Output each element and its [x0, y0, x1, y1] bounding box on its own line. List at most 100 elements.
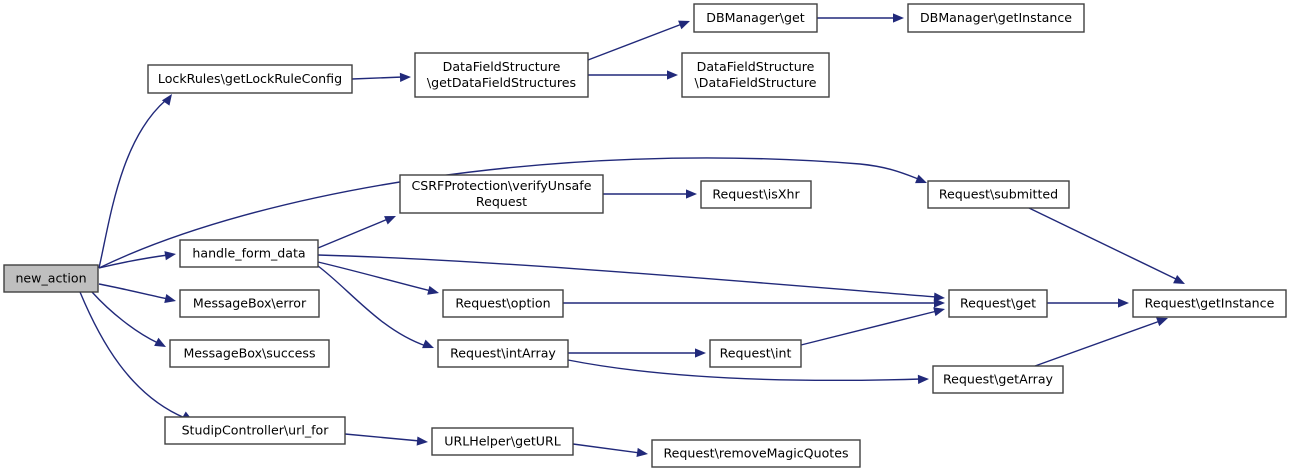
node-box[interactable]	[164, 416, 346, 445]
node-dfs_ctor[interactable]: DataFieldStructure\DataFieldStructure	[681, 52, 830, 98]
arrow-head	[1173, 275, 1185, 284]
edge-new_action-to-msgbox_success	[91, 291, 166, 347]
edge-lockrules-to-dfs_get	[351, 72, 411, 82]
node-urlhelper_geturl[interactable]: URLHelper\getURL	[431, 427, 574, 456]
node-req_intarray[interactable]: Request\intArray	[437, 339, 569, 368]
arrow-head	[161, 94, 172, 106]
arrow-head	[164, 251, 176, 261]
node-label: LockRules\getLockRuleConfig	[158, 71, 342, 86]
node-new_action[interactable]: new_action	[3, 264, 99, 293]
node-dbmanager_getinstance[interactable]: DBManager\getInstance	[907, 3, 1085, 33]
node-label: StudipController\url_for	[182, 422, 330, 437]
node-req_option[interactable]: Request\option	[442, 289, 564, 318]
node-label: Request\int	[720, 345, 792, 360]
arrow-head	[933, 292, 945, 302]
edge-req_int-to-req_get	[800, 307, 945, 346]
node-label: Request\intArray	[450, 345, 556, 360]
node-label: Request\isXhr	[712, 186, 800, 201]
node-box[interactable]	[651, 439, 861, 468]
arrow-head	[917, 374, 929, 384]
edge-new_action-to-handle_form_data	[98, 251, 176, 269]
node-req_removemagic[interactable]: Request\removeMagicQuotes	[651, 439, 861, 468]
edge-urlhelper_geturl-to-req_removemagic	[572, 443, 648, 458]
edge-req_getarray-to-req_getinstance	[1034, 317, 1168, 367]
edge-handle_form_data-to-req_option	[317, 261, 439, 295]
node-req_getarray[interactable]: Request\getArray	[932, 365, 1064, 394]
node-msgbox_success[interactable]: MessageBox\success	[169, 339, 330, 368]
node-box[interactable]	[907, 3, 1085, 33]
node-box[interactable]	[681, 52, 830, 98]
node-studip_url_for[interactable]: StudipController\url_for	[164, 416, 346, 445]
edge-csrf-to-req_isxhr	[603, 189, 697, 199]
edge-dfs_get-to-dbmanager_get	[587, 20, 690, 61]
node-label: DBManager\getInstance	[920, 10, 1072, 25]
node-label: handle_form_data	[192, 245, 305, 260]
arrow-head	[399, 72, 411, 82]
edge-req_option-to-req_get	[563, 298, 945, 308]
node-box[interactable]	[693, 3, 818, 33]
node-box[interactable]	[414, 52, 589, 98]
node-req_getinstance[interactable]: Request\getInstance	[1132, 289, 1287, 318]
node-box[interactable]	[3, 264, 99, 293]
edge-handle_form_data-to-csrf	[317, 216, 396, 249]
edge-studip_url_for-to-urlhelper_geturl	[344, 433, 428, 446]
arrow-head	[915, 174, 927, 184]
node-label: DataFieldStructure\getDataFieldStructure…	[427, 59, 576, 90]
edge-handle_form_data-to-req_get	[317, 254, 945, 302]
node-box[interactable]	[431, 427, 574, 456]
node-box[interactable]	[1132, 289, 1287, 318]
node-label: URLHelper\getURL	[444, 433, 561, 448]
node-req_submitted[interactable]: Request\submitted	[927, 180, 1070, 209]
arrow-head	[695, 348, 706, 358]
edge-req_submitted-to-req_getinstance	[1028, 207, 1185, 284]
arrow-head	[416, 436, 428, 446]
edge-new_action-to-lockrules	[98, 94, 172, 269]
edge-dfs_get-to-dfs_ctor	[588, 70, 678, 80]
node-box[interactable]	[700, 180, 812, 209]
node-req_isxhr[interactable]: Request\isXhr	[700, 180, 812, 209]
node-msgbox_error[interactable]: MessageBox\error	[179, 289, 320, 318]
node-box[interactable]	[932, 365, 1064, 394]
node-box[interactable]	[179, 239, 319, 268]
edge-dbmanager_get-to-dbmanager_getinstance	[817, 13, 904, 23]
arrow-head	[893, 13, 904, 23]
arrow-head	[427, 285, 439, 295]
node-dfs_get[interactable]: DataFieldStructure\getDataFieldStructure…	[414, 52, 589, 98]
edge-req_intarray-to-req_int	[568, 348, 706, 358]
node-box[interactable]	[437, 339, 569, 368]
node-box[interactable]	[147, 64, 353, 94]
edge-req_get-to-req_getinstance	[1047, 298, 1129, 308]
node-label: MessageBox\error	[193, 295, 307, 310]
node-box[interactable]	[399, 174, 604, 214]
node-label: Request\removeMagicQuotes	[663, 445, 848, 460]
node-label: DataFieldStructure\DataFieldStructure	[695, 59, 817, 90]
arrow-head	[667, 70, 678, 80]
node-req_int[interactable]: Request\int	[709, 339, 802, 368]
edge-handle_form_data-to-req_intarray	[317, 265, 434, 349]
arrow-head	[1118, 298, 1129, 308]
node-box[interactable]	[709, 339, 802, 368]
node-box[interactable]	[442, 289, 564, 318]
node-label: Request\option	[455, 295, 550, 310]
node-box[interactable]	[927, 180, 1070, 209]
node-box[interactable]	[948, 289, 1048, 318]
node-label: Request\getArray	[943, 371, 1054, 386]
arrow-head	[933, 307, 945, 317]
edge-req_intarray-to-req_getarray	[567, 359, 929, 384]
node-lockrules[interactable]: LockRules\getLockRuleConfig	[147, 64, 353, 94]
node-label: Request\getInstance	[1145, 295, 1275, 310]
node-box[interactable]	[179, 289, 320, 318]
arrow-head	[934, 298, 945, 308]
node-label: DBManager\get	[706, 10, 805, 25]
arrow-head	[384, 216, 396, 225]
edge-new_action-to-msgbox_error	[98, 283, 176, 304]
node-box[interactable]	[169, 339, 330, 368]
arrow-head	[164, 294, 176, 304]
node-handle_form_data[interactable]: handle_form_data	[179, 239, 319, 268]
arrow-head	[154, 337, 166, 347]
node-req_get[interactable]: Request\get	[948, 289, 1048, 318]
node-dbmanager_get[interactable]: DBManager\get	[693, 3, 818, 33]
